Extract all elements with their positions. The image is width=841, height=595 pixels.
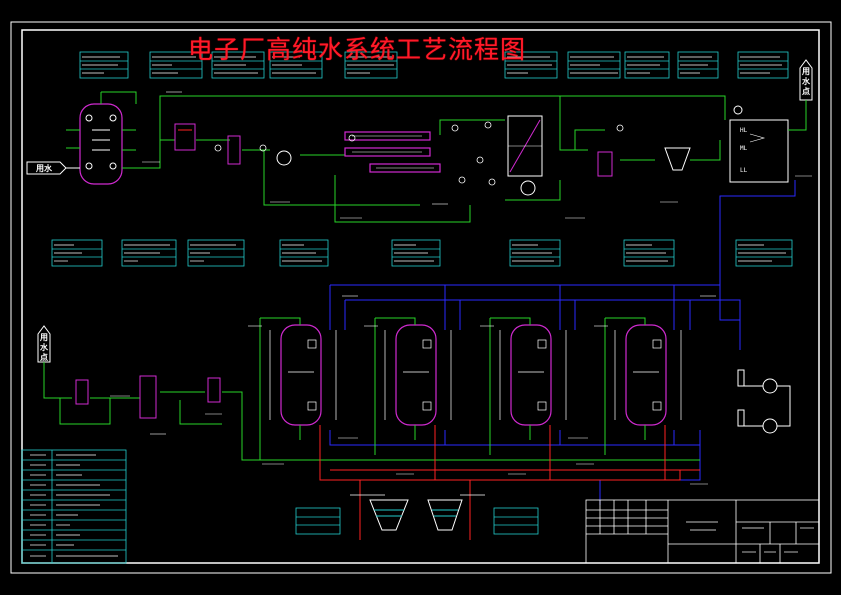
raw-water-inlet: 用水 (26, 161, 67, 175)
white-branch-lines (269, 330, 682, 496)
lower-pipe-tags (110, 295, 716, 485)
svg-text:ML: ML (740, 145, 748, 152)
multimedia-filter-vessel (66, 92, 136, 185)
terminal-cartridge (207, 377, 221, 403)
mixed-bed-internals (288, 339, 662, 411)
svg-text:用水: 用水 (35, 163, 53, 173)
outlet-top-right: 用 水 点 (788, 59, 813, 131)
top-instruments (214, 121, 624, 186)
title-block-scribbles (686, 521, 814, 553)
svg-text:LL: LL (740, 167, 748, 174)
blue-pipe-network (329, 210, 741, 505)
outlet-left: 用 水 点 (37, 325, 51, 363)
top-spec-scribbles (82, 56, 782, 74)
top-spec-boxes (79, 51, 789, 79)
middle-spec-scribbles (54, 244, 786, 262)
edi-pump (520, 180, 536, 196)
pure-water-tank: HL ML LL (729, 105, 789, 183)
tank-outlet-pipe (719, 180, 796, 210)
legend-table (21, 449, 127, 564)
svg-text:点: 点 (802, 86, 810, 96)
svg-text:用: 用 (801, 67, 810, 76)
lower-left-green-pipes (43, 362, 272, 461)
svg-text:用: 用 (39, 333, 48, 342)
terminal-filter (75, 379, 89, 405)
top-green-pipes (101, 91, 726, 223)
svg-text:HL: HL (740, 127, 748, 134)
chemical-spec-boxes (295, 507, 539, 535)
edi-unit (507, 115, 543, 196)
chemical-tanks (369, 499, 463, 531)
svg-text:水: 水 (801, 76, 811, 86)
polishing-tank (664, 147, 691, 171)
carbon-filter (174, 123, 196, 151)
outer-frame (10, 21, 832, 574)
transfer-pumps (737, 369, 791, 434)
middle-spec-boxes (51, 239, 793, 267)
drawing-title: 电子厂高纯水系统工艺流程图 (188, 35, 527, 64)
lower-green-network (259, 317, 700, 461)
uv-sterilizer (597, 151, 613, 177)
terminal-uv (139, 375, 157, 419)
title-block (585, 499, 820, 564)
top-pipe-tags (142, 91, 812, 219)
svg-text:点: 点 (40, 352, 48, 362)
hp-pump (276, 150, 292, 166)
svg-text:水: 水 (39, 342, 49, 352)
legend-scribbles (30, 454, 118, 557)
red-pipe-network (319, 425, 700, 540)
mixed-bed-vessels (280, 324, 667, 426)
security-filter (227, 135, 241, 165)
ro-membranes (344, 131, 441, 173)
inner-frame (21, 29, 820, 564)
